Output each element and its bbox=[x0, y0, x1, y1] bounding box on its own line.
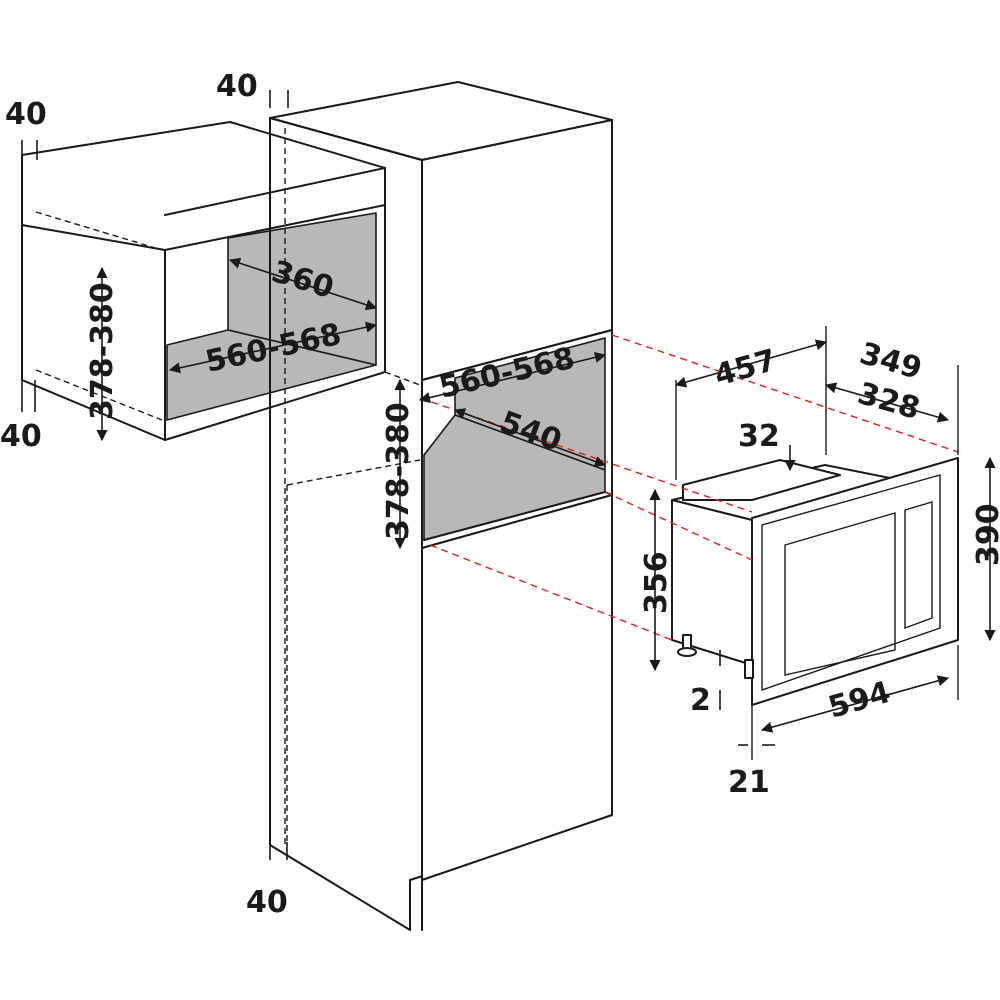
label-top-mid-gap: 40 bbox=[216, 69, 258, 104]
label-mid-bottom-gap: 40 bbox=[246, 885, 288, 920]
label-top-left-gap: 40 bbox=[5, 97, 47, 132]
label-left-height: 378-380 bbox=[85, 282, 120, 420]
microwave bbox=[671, 457, 959, 706]
oven-control-panel bbox=[904, 501, 933, 630]
label-mid-height: 378-380 bbox=[381, 402, 416, 540]
dimension-lines bbox=[21, 90, 996, 860]
label-left-bottom-gap: 40 bbox=[0, 419, 42, 454]
label-oven-height-outer: 390 bbox=[971, 503, 1000, 566]
label-oven-width: 594 bbox=[825, 675, 895, 726]
label-oven-height-inner: 356 bbox=[639, 551, 674, 614]
tall-upper-front bbox=[421, 119, 613, 381]
label-oven-frame: 21 bbox=[728, 765, 770, 800]
label-oven-depth-total: 457 bbox=[711, 343, 781, 394]
projection-lines bbox=[419, 334, 959, 641]
oven-frame bbox=[751, 457, 959, 706]
label-oven-foot: 2 bbox=[690, 683, 711, 718]
label-oven-offset: 32 bbox=[738, 419, 780, 454]
oven-window bbox=[784, 512, 896, 676]
tall-lower-front bbox=[421, 494, 613, 881]
